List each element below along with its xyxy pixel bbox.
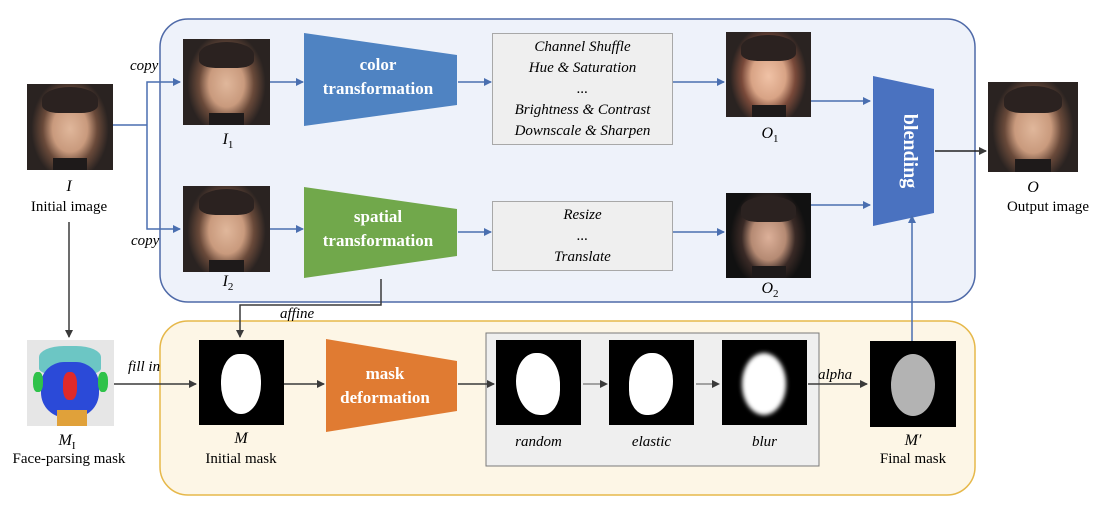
copy-bottom-label: copy bbox=[131, 233, 160, 249]
output-o2 bbox=[726, 193, 811, 278]
input-symbol: I bbox=[66, 178, 72, 195]
o1-symbol-main: O bbox=[761, 125, 774, 142]
color-block-line2: transformation bbox=[323, 79, 434, 98]
fill-in-label: fill in bbox=[128, 359, 161, 375]
o2-symbol-sub: 2 bbox=[773, 288, 779, 300]
spatial-op-1: Resize bbox=[563, 206, 602, 223]
i2-symbol-sub: 2 bbox=[227, 281, 234, 293]
initial-image bbox=[27, 84, 113, 170]
color-transformation-block bbox=[304, 33, 457, 126]
affine-label: affine bbox=[280, 306, 315, 322]
mask-parse-caption: Face-parsing mask bbox=[12, 451, 126, 467]
spatial-op-2: ... bbox=[576, 227, 589, 244]
mask-parse-symbol-main: M bbox=[58, 432, 72, 449]
mask-block-line1: mask bbox=[366, 364, 405, 383]
output-image bbox=[988, 82, 1078, 172]
wire-affine bbox=[236, 279, 382, 338]
mask-step-elastic bbox=[609, 340, 694, 425]
final-mask-caption: Final mask bbox=[879, 451, 947, 467]
color-op-1: Channel Shuffle bbox=[534, 38, 631, 55]
o2-symbol: O2 bbox=[756, 280, 784, 300]
output-caption: Output image bbox=[1006, 199, 1090, 215]
color-op-2: Hue & Saturation bbox=[528, 59, 637, 76]
initial-mask-symbol: M bbox=[234, 430, 248, 447]
initial-mask bbox=[199, 340, 284, 425]
i1-symbol: I1 bbox=[216, 131, 240, 151]
spatial-ops-box: Resize ... Translate bbox=[492, 201, 673, 271]
i1-symbol-main: I bbox=[222, 131, 228, 148]
color-block-line1: color bbox=[360, 55, 397, 74]
color-op-4: Brightness & Contrast bbox=[514, 101, 651, 118]
face-parsing-mask bbox=[27, 340, 114, 426]
step-elastic-label: elastic bbox=[631, 434, 672, 450]
spatial-op-3: Translate bbox=[554, 248, 611, 265]
mask-deformation-block bbox=[326, 339, 457, 432]
copy-top-label: copy bbox=[130, 58, 159, 74]
blending-label: blending bbox=[899, 114, 921, 188]
output-symbol: O bbox=[1027, 179, 1039, 196]
final-mask-symbol: M′ bbox=[904, 432, 922, 449]
final-mask bbox=[870, 341, 956, 427]
i1-symbol-sub: 1 bbox=[227, 139, 234, 151]
mask-step-blur bbox=[722, 340, 807, 425]
step-random-label: random bbox=[515, 434, 562, 450]
color-op-3: ... bbox=[576, 80, 589, 97]
spatial-block-line2: transformation bbox=[323, 231, 434, 250]
blending-block bbox=[873, 76, 934, 226]
spatial-transformation-block bbox=[304, 187, 457, 278]
mask-parse-symbol: MI bbox=[52, 432, 82, 452]
output-o1 bbox=[726, 32, 811, 117]
o1-symbol-sub: 1 bbox=[773, 133, 779, 145]
i2-symbol-main: I bbox=[222, 273, 228, 290]
o2-symbol-main: O bbox=[761, 280, 774, 297]
color-ops-box: Channel Shuffle Hue & Saturation ... Bri… bbox=[492, 33, 673, 145]
wire-copy-top bbox=[146, 78, 181, 125]
i2-symbol: I2 bbox=[216, 273, 240, 293]
spatial-block-line1: spatial bbox=[354, 207, 402, 226]
mask-step-random bbox=[496, 340, 581, 425]
color-op-5: Downscale & Sharpen bbox=[514, 122, 651, 139]
wire-copy-bottom bbox=[146, 125, 181, 233]
input-caption: Initial image bbox=[30, 199, 108, 215]
image-i2 bbox=[183, 186, 270, 272]
initial-mask-caption: Initial mask bbox=[205, 451, 277, 467]
mask-parse-symbol-sub: I bbox=[71, 440, 76, 452]
image-i1 bbox=[183, 39, 270, 125]
step-blur-label: blur bbox=[751, 434, 777, 450]
mask-block-line2: deformation bbox=[340, 388, 430, 407]
o1-symbol: O1 bbox=[756, 125, 784, 145]
alpha-label: alpha bbox=[818, 367, 853, 383]
